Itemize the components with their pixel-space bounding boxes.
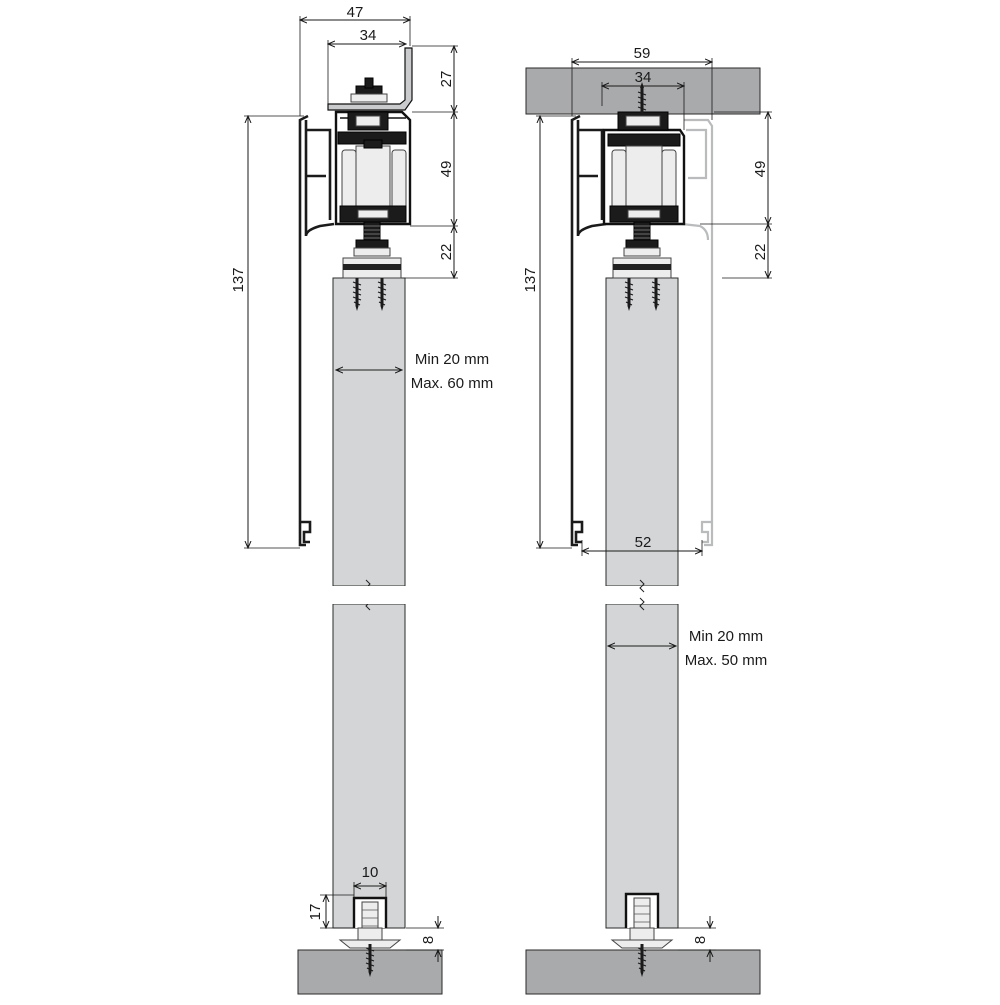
left-dim-bracket-width: 34	[360, 27, 377, 44]
left-door-min: Min 20 mm	[415, 351, 489, 368]
right-view: 59 34 49 22 137 52 Min 20 mm Max. 50 mm …	[522, 45, 772, 995]
left-wall-profile	[298, 114, 335, 547]
right-dim-hanger-height: 22	[752, 244, 769, 261]
left-dim-top-width: 47	[347, 4, 364, 21]
right-dim-inner-width: 52	[635, 534, 652, 551]
right-door-max: Max. 50 mm	[685, 652, 768, 669]
left-hanger-bolt	[342, 221, 402, 279]
right-ghost-profile	[681, 118, 714, 547]
right-dim-track-height: 49	[752, 161, 769, 178]
left-dim-track-height: 49	[438, 161, 455, 178]
left-dim-floor-gap: 8	[420, 936, 437, 944]
right-hanger-bolt	[612, 221, 672, 279]
left-view: 47 34 27 49 22 137 Min 20 mm Max. 60 mm …	[230, 4, 494, 995]
left-dim-hanger-height: 22	[438, 244, 455, 261]
left-track	[334, 110, 412, 226]
right-dim-floor-gap: 8	[692, 936, 709, 944]
right-wall-profile	[570, 114, 607, 547]
right-door-upper	[605, 277, 679, 587]
right-dim-profile-height: 137	[522, 267, 539, 292]
right-dim-top-width: 59	[634, 45, 651, 62]
left-door-upper	[332, 277, 406, 587]
right-door-lower	[605, 603, 679, 929]
right-dim-bracket-width: 34	[635, 69, 652, 86]
right-track	[602, 111, 686, 226]
left-dim-guide-width: 10	[362, 864, 379, 881]
left-dim-guide-height: 17	[307, 904, 324, 921]
right-door-min: Min 20 mm	[689, 628, 763, 645]
left-door-lower	[332, 603, 406, 929]
left-dim-bracket-height: 27	[438, 71, 455, 88]
left-door-max: Max. 60 mm	[411, 375, 494, 392]
left-top-bracket	[327, 47, 413, 111]
left-dim-profile-height: 137	[230, 267, 247, 292]
left-bottom-guide	[338, 896, 402, 949]
